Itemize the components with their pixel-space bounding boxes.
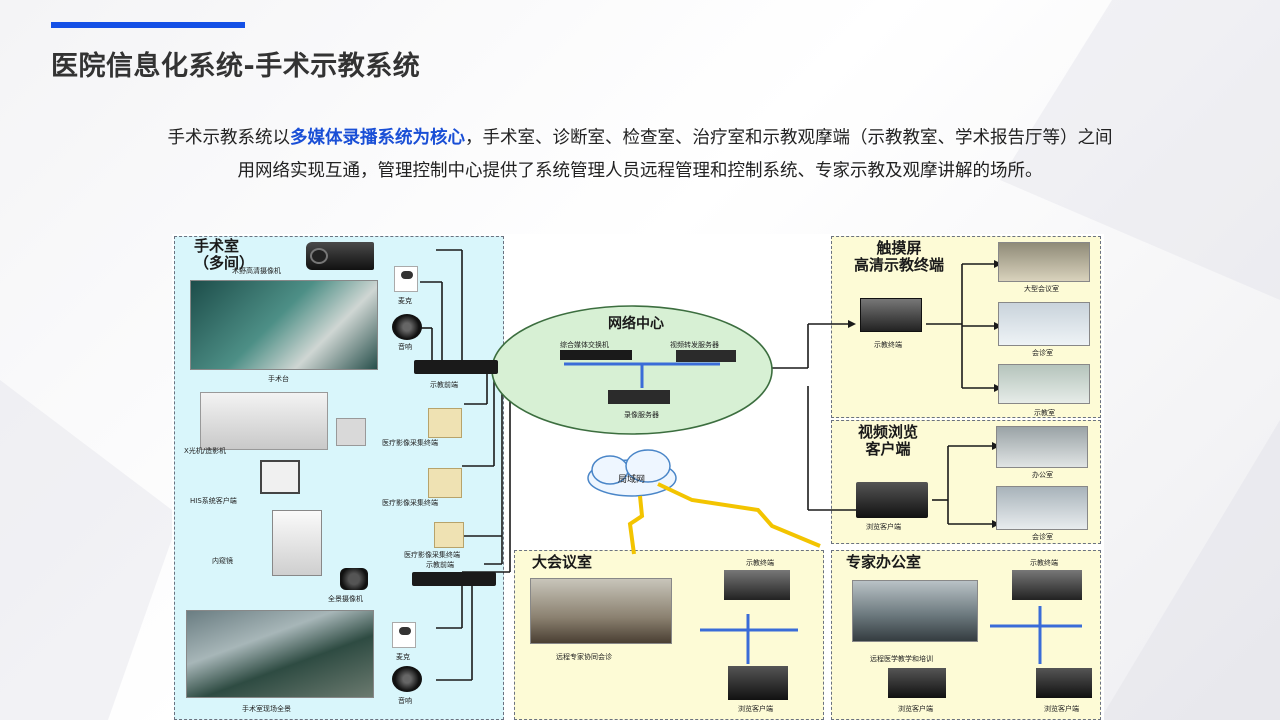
teaching-terminal-icon [1012, 570, 1082, 600]
expert-photo [852, 580, 978, 642]
collector-label-1: 医疗影像采集终端 [382, 439, 438, 447]
conference-photo-label: 远程专家协同会诊 [556, 653, 612, 661]
browse-room1-label: 办公室 [1032, 471, 1053, 479]
xray-label: X光机/造影机 [184, 447, 227, 455]
page-title: 医院信息化系统-手术示教系统 [51, 51, 421, 82]
browse-client-label: 浏览客户端 [866, 523, 901, 531]
or-scene-photo [186, 610, 374, 698]
intro-line-1: 手术示教系统以多媒体录播系统为核心，手术室、诊断室、检查室、治疗室和示教观摩端（… [60, 122, 1220, 155]
expert-client-label-1: 浏览客户端 [898, 705, 933, 713]
his-label: HIS系统客户端 [190, 497, 237, 505]
background-facet [0, 380, 180, 720]
collector-label-3: 医疗影像采集终端 [404, 551, 460, 559]
or-title-line-2: （多间） [194, 254, 255, 272]
xray-machine-icon [200, 392, 328, 450]
system-diagram: 手术室 （多间） 术野高清摄像机 麦克 音响 手术台 示教前端 X光机/造影机 … [172, 234, 1104, 720]
mic-label-1: 麦克 [398, 297, 412, 305]
touch-title-line-1: 触摸屏 [876, 239, 922, 257]
teaching-room-photo [998, 364, 1090, 404]
intro-line-2: 用网络实现互通，管理控制中心提供了系统管理人员远程管理和控制系统、专家示教及观摩… [237, 161, 1043, 181]
speaker-icon [392, 314, 422, 340]
expert-photo-label: 远程医学教学和培训 [870, 655, 933, 663]
touch-room3-label: 示教室 [1034, 409, 1055, 417]
surgery-photo [190, 280, 378, 370]
panorama-camera-label: 全景摄像机 [328, 595, 363, 603]
laptop-icon [1036, 668, 1092, 698]
relay-server-label: 视频转发服务器 [670, 341, 719, 349]
mic-label-2: 麦克 [396, 653, 410, 661]
microphone-icon [392, 622, 416, 648]
expert-title: 专家办公室 [846, 553, 922, 571]
consultation-room-photo [998, 302, 1090, 346]
or-title: 手术室 （多间） [194, 238, 254, 272]
meeting-room-photo [998, 242, 1090, 282]
browse-room2-label: 会诊室 [1032, 533, 1053, 541]
relay-server-icon [676, 350, 736, 362]
endoscope-icon [272, 510, 322, 576]
background-facet [1100, 420, 1280, 720]
office-photo [996, 426, 1088, 468]
collector-terminal-icon [434, 522, 464, 548]
intro-text: 手术示教系统以 [167, 128, 291, 148]
speaker-label-2: 音响 [398, 697, 412, 705]
teaching-encoder-icon [414, 360, 498, 374]
operating-table-label: 手术台 [268, 375, 289, 383]
lan-label: 局域网 [618, 475, 646, 485]
hd-camera-label: 术野高清摄像机 [232, 267, 281, 275]
switch-label: 综合媒体交换机 [560, 341, 609, 349]
touch-terminal-label: 示教终端 [874, 341, 902, 349]
browse-zone-title: 视频浏览 客户端 [840, 424, 936, 458]
expert-terminal-label: 示教终端 [1030, 559, 1058, 567]
intro-paragraph: 手术示教系统以多媒体录播系统为核心，手术室、诊断室、检查室、治疗室和示教观摩端（… [60, 122, 1220, 188]
media-switch-icon [560, 350, 632, 360]
record-server-label: 录像服务器 [624, 411, 659, 419]
title-accent-bar [51, 22, 245, 28]
record-server-icon [608, 390, 670, 404]
touch-zone-title: 触摸屏 高清示教终端 [834, 240, 964, 274]
collector-terminal-icon [428, 408, 462, 438]
touch-room1-label: 大型会议室 [1024, 285, 1059, 293]
panorama-camera-icon [340, 568, 368, 590]
conference-photo [530, 578, 672, 644]
conference-client-label: 浏览客户端 [738, 705, 773, 713]
browse-title-line-2: 客户端 [865, 440, 911, 458]
teaching-terminal-icon [724, 570, 790, 600]
network-center-title: 网络中心 [608, 316, 664, 332]
collector-label-2: 医疗影像采集终端 [382, 499, 438, 507]
encoder-label-1: 示教前端 [430, 381, 458, 389]
encoder-label-2: 示教前端 [426, 561, 454, 569]
collector-terminal-icon [428, 468, 462, 498]
browse-consultation-photo [996, 486, 1088, 530]
speaker-icon [392, 666, 422, 692]
expert-client-label-2: 浏览客户端 [1044, 705, 1079, 713]
laptop-icon [888, 668, 946, 698]
connection-lines [420, 249, 1082, 681]
laptop-icon [856, 482, 928, 518]
intro-highlight: 多媒体录播系统为核心 [290, 128, 465, 148]
endoscope-label: 内窥镜 [212, 557, 233, 565]
or-scene-label: 手术室现场全景 [242, 705, 291, 713]
his-computer-icon [260, 460, 300, 494]
laptop-icon [728, 666, 788, 700]
microphone-icon [394, 266, 418, 292]
teaching-terminal-icon [860, 298, 922, 332]
speaker-label-1: 音响 [398, 343, 412, 351]
teaching-encoder-icon [412, 572, 496, 586]
hd-camera-icon [306, 242, 374, 270]
cabinet-icon [336, 418, 366, 446]
touch-title-line-2: 高清示教终端 [853, 256, 944, 274]
touch-room2-label: 会诊室 [1032, 349, 1053, 357]
conference-terminal-label: 示教终端 [746, 559, 774, 567]
intro-text: ，手术室、诊断室、检查室、治疗室和示教观摩端（示教教室、学术报告厅等）之间 [465, 128, 1113, 148]
browse-title-line-1: 视频浏览 [857, 423, 918, 441]
or-title-line-1: 手术室 [194, 237, 240, 255]
conference-title: 大会议室 [532, 553, 593, 571]
